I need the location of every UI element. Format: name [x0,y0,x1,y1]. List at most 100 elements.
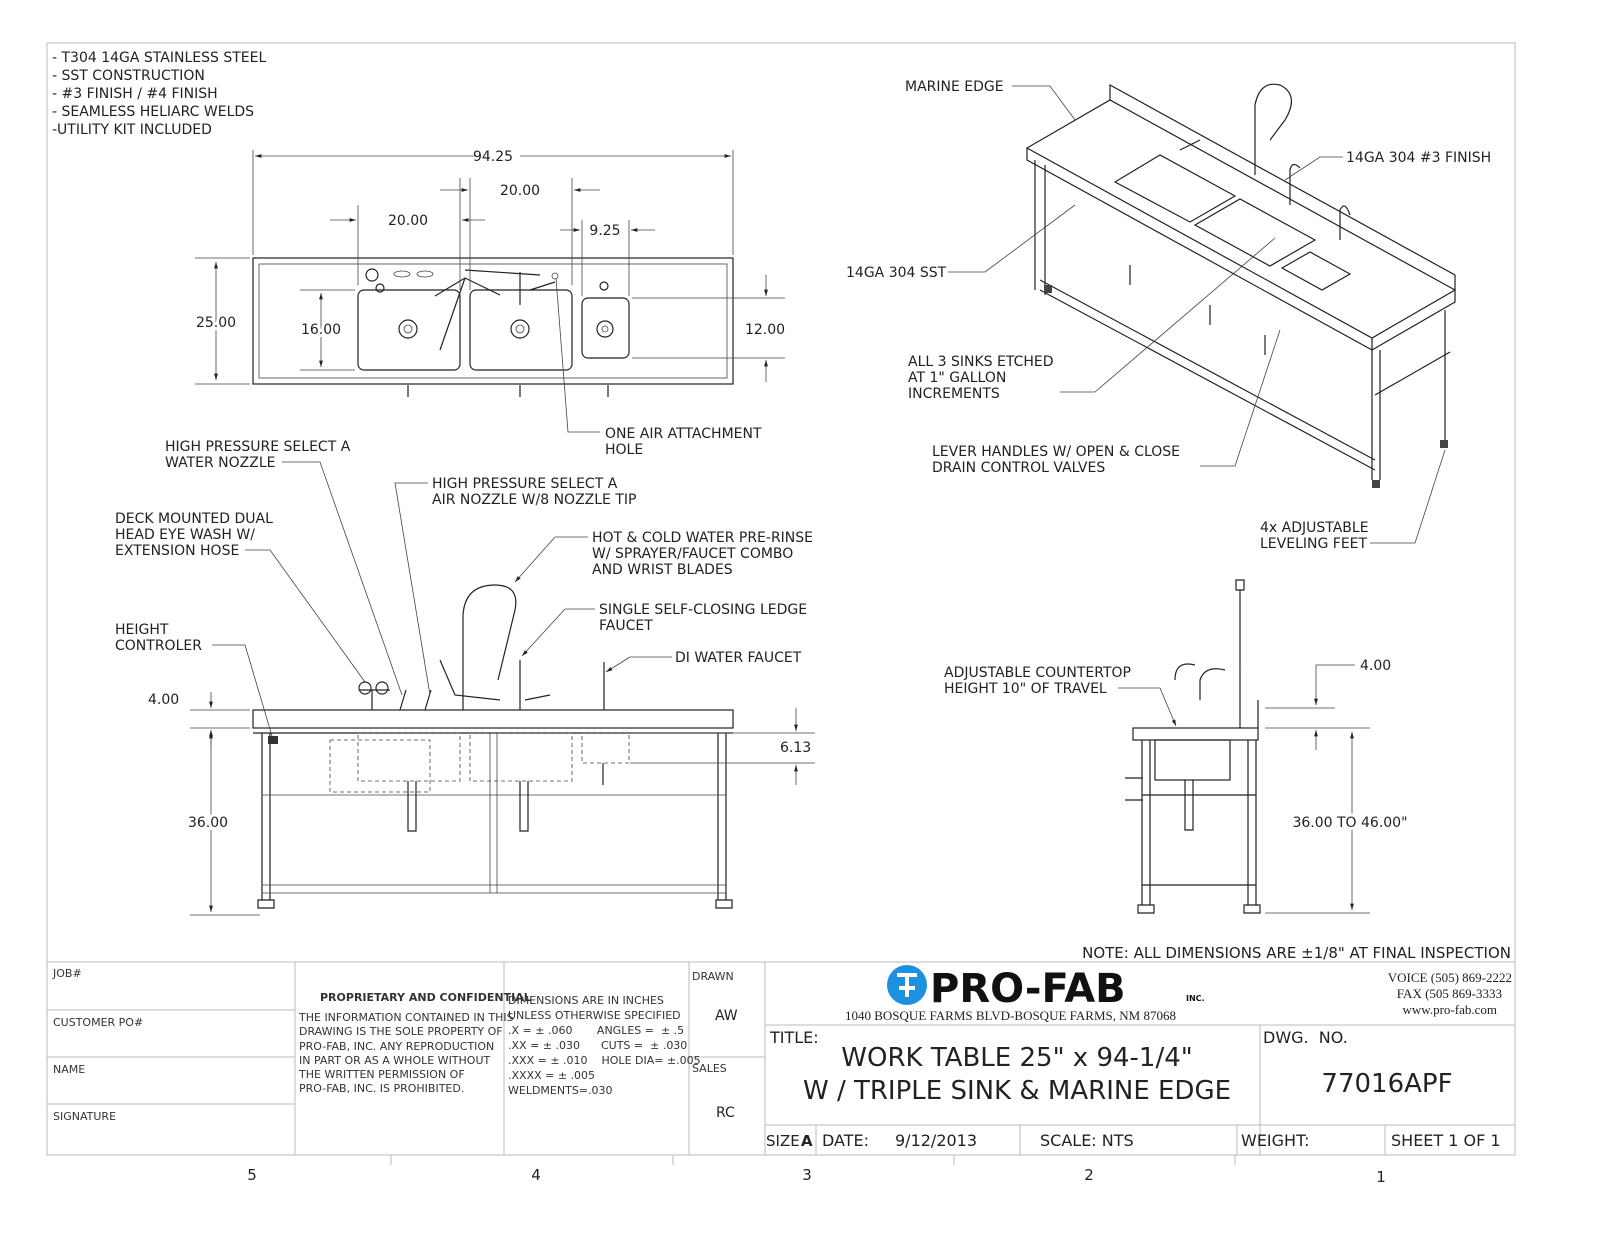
text-line: .XXX = ± .010 HOLE DIA= ±.005 [508,1054,701,1067]
text-line: IN PART OR AS A WHOLE WITHOUT [299,1054,491,1067]
inspection-note: NOTE: ALL DIMENSIONS ARE ±1/8" AT FINAL … [1082,944,1511,962]
text-line: DRAWING IS THE SOLE PROPERTY OF [299,1025,503,1038]
voice-number: VOICE (505) 869-2222 [1388,970,1512,985]
callout-air-nozzle: HIGH PRESSURE SELECT A [432,476,618,492]
proprietary-title: PROPRIETARY AND CONFIDENTIAL [320,991,531,1004]
text-line: .XX = ± .030 CUTS = ± .030 [508,1039,687,1052]
callout-feet: LEVELING FEET [1260,536,1368,552]
dim-sink-depth: 16.00 [301,322,341,338]
customer-po-label: CUSTOMER PO# [53,1016,143,1029]
callout-etched: ALL 3 SINKS ETCHED [908,354,1054,370]
callout-finish: 14GA 304 #3 FINISH [1346,150,1491,166]
text-line: .XXXX = ± .005 [508,1069,595,1082]
callout-pre-rinse: W/ SPRAYER/FAUCET COMBO [592,546,793,562]
callout-water-nozzle: WATER NOZZLE [165,455,275,471]
drawing-title: WORK TABLE 25" x 94-1/4" [841,1043,1192,1073]
tolerances: DIMENSIONS ARE IN INCHES UNLESS OTHERWIS… [508,994,701,1097]
callout-marine-edge: MARINE EDGE [905,79,1004,95]
drawing-number: 77016APF [1321,1069,1452,1099]
callout-lever: LEVER HANDLES W/ OPEN & CLOSE [932,444,1180,460]
zone-number: 1 [1376,1168,1386,1186]
note: -UTILITY KIT INCLUDED [52,122,212,138]
zone-number: 4 [531,1166,541,1184]
signature-label: SIGNATURE [53,1110,116,1123]
callout-feet: 4x ADJUSTABLE [1260,520,1369,536]
callout-height-controller: HEIGHT [115,622,169,638]
note: - T304 14GA STAINLESS STEEL [52,50,266,66]
scale: SCALE: NTS [1040,1131,1134,1150]
callout-adjustable: ADJUSTABLE COUNTERTOP [944,665,1131,681]
sales-label: SALES [692,1062,727,1075]
drawing-title: W / TRIPLE SINK & MARINE EDGE [803,1076,1231,1106]
sales-by: RC [716,1105,735,1121]
dim-sink3-width: 9.25 [589,223,620,239]
callout-sst: 14GA 304 SST [846,265,947,281]
name-label: NAME [53,1063,85,1076]
text-line: THE INFORMATION CONTAINED IN THIS [298,1011,514,1024]
dim-side-backsplash: 4.00 [1360,658,1391,674]
size-label: SIZE [766,1132,800,1150]
company-name: PRO-FAB [930,966,1126,1012]
title-label: TITLE: [769,1028,819,1047]
callout-adjustable: HEIGHT 10" OF TRAVEL [944,681,1107,697]
dim-small-sink-depth: 12.00 [745,322,785,338]
weight: WEIGHT: [1241,1131,1309,1150]
callout-eye-wash: EXTENSION HOSE [115,543,239,559]
company-address: 1040 BOSQUE FARMS BLVD-BOSQUE FARMS, NM … [845,1008,1176,1023]
dim-sink-depth: 6.13 [780,740,811,756]
job-label: JOB# [52,967,82,980]
zone-number: 5 [247,1166,257,1184]
callout-di-faucet: DI WATER FAUCET [675,650,802,666]
callout-ledge-faucet: SINGLE SELF-CLOSING LEDGE [599,602,807,618]
proprietary-text: THE INFORMATION CONTAINED IN THIS DRAWIN… [298,1011,514,1095]
top-view: 94.25 20.00 20.00 9.25 25.00 16.00 12.00… [193,149,785,458]
zone-number: 2 [1084,1166,1094,1184]
callout-air-hole: ONE AIR ATTACHMENT [605,426,762,442]
sheet: SHEET 1 OF 1 [1391,1131,1501,1150]
dim-depth: 25.00 [196,315,236,331]
drawing-border [46,42,1516,1156]
callout-eye-wash: HEAD EYE WASH W/ [115,527,255,543]
company-suffix: INC. [1186,994,1205,1003]
general-notes: - T304 14GA STAINLESS STEEL - SST CONSTR… [52,50,266,138]
note: - SST CONSTRUCTION [52,68,205,84]
dim-side-height: 36.00 TO 46.00" [1292,815,1407,831]
title-block: JOB# CUSTOMER PO# NAME SIGNATURE PROPRIE… [46,961,1516,1156]
callout-air-nozzle: AIR NOZZLE W/8 NOZZLE TIP [432,492,636,508]
callout-etched: INCREMENTS [908,386,1000,402]
text-line: DIMENSIONS ARE IN INCHES [508,994,664,1007]
dim-backsplash: 4.00 [148,692,179,708]
callout-air-hole: HOLE [605,442,643,458]
callout-pre-rinse: HOT & COLD WATER PRE-RINSE [592,530,813,546]
text-line: THE WRITTEN PERMISSION OF [298,1068,465,1081]
dim-sink1-width: 20.00 [388,213,428,229]
text-line: PRO-FAB, INC. IS PROHIBITED. [299,1082,464,1095]
size-value: A [801,1132,813,1150]
note: - #3 FINISH / #4 FINISH [52,86,218,102]
callout-height-controller: CONTROLER [115,638,202,654]
callout-pre-rinse: AND WRIST BLADES [592,562,733,578]
side-view: ADJUSTABLE COUNTERTOP HEIGHT 10" OF TRAV… [944,579,1411,914]
text-line: PRO-FAB, INC. ANY REPRODUCTION [299,1040,494,1053]
dwg-no-label: DWG. NO. [1263,1028,1348,1047]
text-line: WELDMENTS=.030 [508,1084,613,1097]
date-value: 9/12/2013 [895,1131,977,1150]
callout-water-nozzle: HIGH PRESSURE SELECT A [165,439,351,455]
dim-overall-width: 94.25 [473,149,513,165]
isometric-view: MARINE EDGE 14GA 304 #3 FINISH 14GA 304 … [846,79,1491,552]
drawn-label: DRAWN [692,970,734,983]
website: www.pro-fab.com [1403,1002,1497,1017]
zone-markers: 5 4 3 2 1 [247,1155,1386,1186]
date-label: DATE: [822,1131,869,1150]
fax-number: FAX (505 869-3333 [1397,986,1502,1001]
front-view: HIGH PRESSURE SELECT A WATER NOZZLE HIGH… [115,439,815,916]
callout-etched: AT 1" GALLON [908,370,1006,386]
text-line: .X = ± .060 ANGLES = ± .5 [508,1024,684,1037]
dim-height: 36.00 [188,815,228,831]
note: - SEAMLESS HELIARC WELDS [52,104,254,120]
callout-lever: DRAIN CONTROL VALVES [932,460,1105,476]
company-logo: PRO-FAB INC. [887,965,1205,1012]
callout-ledge-faucet: FAUCET [599,618,653,634]
callout-eye-wash: DECK MOUNTED DUAL [115,511,273,527]
